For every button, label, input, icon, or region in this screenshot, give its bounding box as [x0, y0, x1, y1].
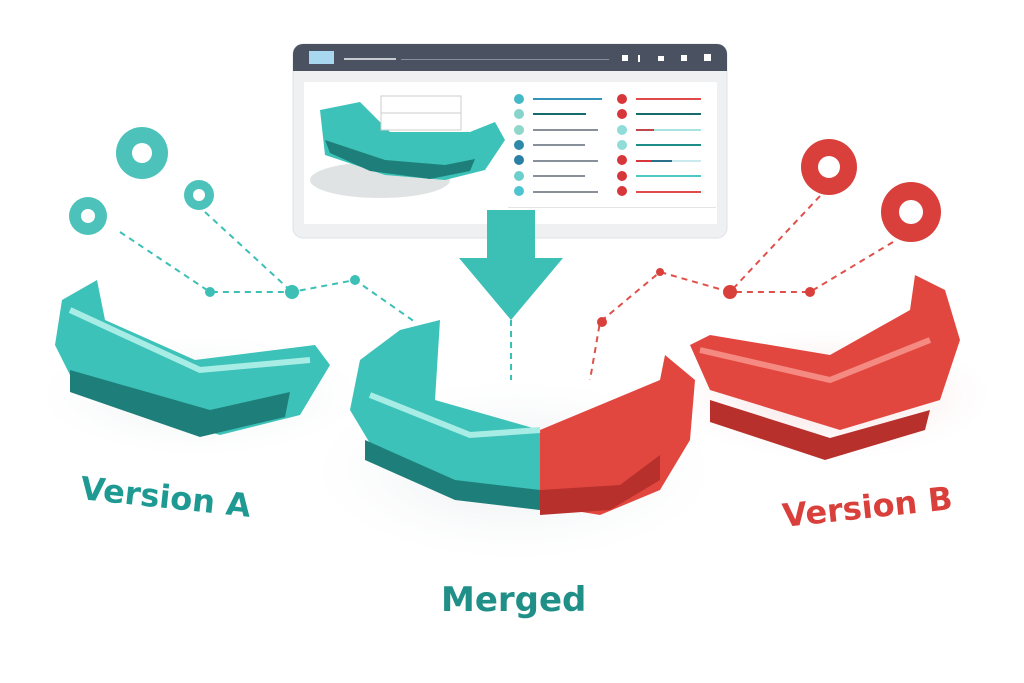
- gear-icon-red-1: [801, 139, 857, 195]
- bumper-version-a: [55, 280, 330, 437]
- preview-bumper: [310, 95, 505, 198]
- puzzle-icon: [681, 55, 687, 61]
- parts-list: [508, 94, 716, 208]
- merge-arrow-icon: [459, 210, 563, 320]
- bumper-merged: [350, 320, 695, 515]
- cursor-icon: [622, 55, 628, 61]
- gear-icon-teal-1: [116, 127, 168, 179]
- window-toolbar-icons: [622, 54, 711, 62]
- car-icon: [658, 56, 664, 61]
- app-icon: [309, 51, 334, 64]
- gear-icon-teal-3: [69, 197, 107, 235]
- gear-icon-teal-2: [184, 180, 214, 210]
- merged-label: Merged: [441, 580, 587, 620]
- app-window: [292, 43, 728, 239]
- ruler-icon: [638, 55, 640, 62]
- gear-icon-red-2: [881, 182, 941, 242]
- title-bar: [293, 44, 727, 71]
- check-icons: [617, 94, 627, 196]
- bumper-version-b: [690, 275, 960, 460]
- home-icon: [704, 54, 711, 61]
